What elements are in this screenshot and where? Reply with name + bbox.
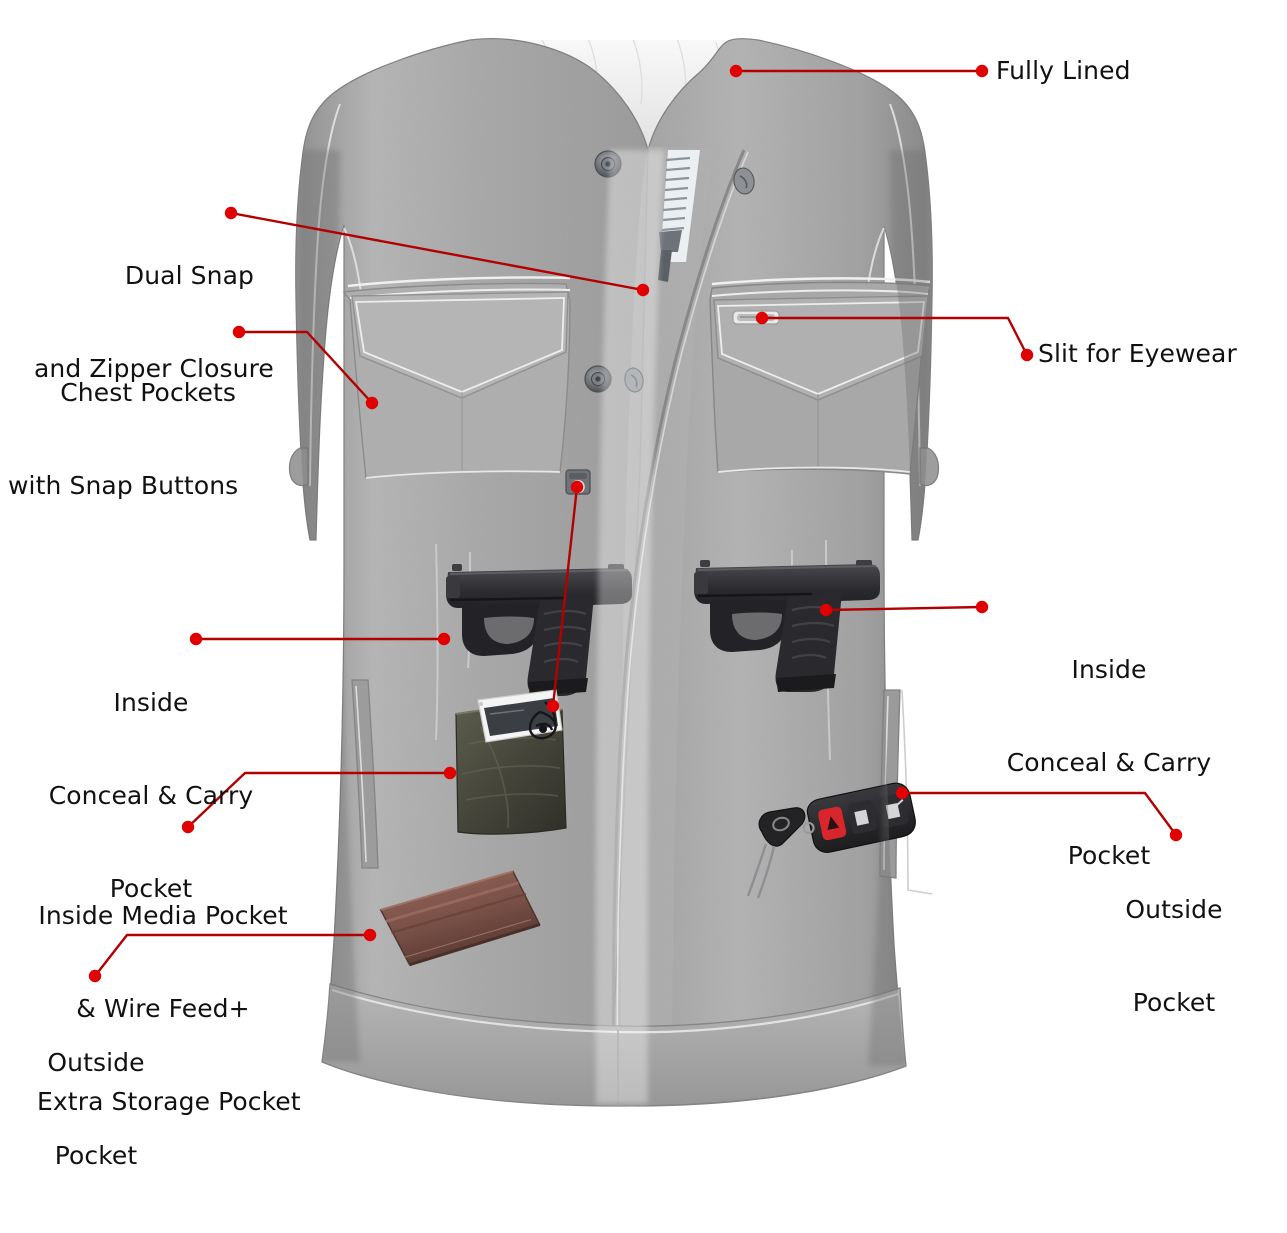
- callout-label-inside-cc-left: Inside Conceal & Carry Pocket: [20, 625, 282, 966]
- zipper-closure: [658, 150, 700, 282]
- pistol-right: [694, 560, 880, 692]
- callout-label-inside-media-pocket: Inside Media Pocket & Wire Feed+ Extra S…: [37, 838, 301, 1179]
- chest-pocket-right: [709, 277, 931, 475]
- callout-line: Pocket: [109, 874, 193, 903]
- callout-line: Pocket: [1132, 988, 1216, 1017]
- car-key: [746, 807, 806, 899]
- callout-label-inside-cc-right: Inside Conceal & Carry Pocket: [978, 592, 1240, 933]
- callout-line: Conceal & Carry: [1006, 748, 1212, 777]
- callout-line: with Snap Buttons: [8, 471, 239, 500]
- zipper-pull: [658, 250, 672, 282]
- callout-label-slit-for-eyewear: Slit for Eyewear: [1038, 339, 1237, 368]
- callout-line: Conceal & Carry: [48, 781, 254, 810]
- wire-feed-pull-tab: [565, 469, 591, 495]
- diagram-canvas: Fully Lined Dual Snap and Zipper Closure…: [8, 38, 1250, 1179]
- callout-line: & Wire Feed+: [76, 994, 250, 1023]
- callout-line: Inside: [113, 688, 189, 717]
- media-pocket-pouch: [455, 689, 567, 835]
- chest-pocket-left: [342, 276, 571, 479]
- callout-label-chest-pockets: Chest Pockets with Snap Buttons: [8, 315, 239, 563]
- snap-socket-upper: [733, 167, 755, 195]
- callout-line: Pocket: [54, 1141, 138, 1170]
- vest-illustration: [288, 38, 940, 1107]
- callout-line: Pocket: [1067, 841, 1151, 870]
- callout-line: Outside: [1125, 895, 1223, 924]
- callout-line: Inside: [1071, 655, 1147, 684]
- brown-leather-wallet: [379, 870, 541, 967]
- callout-line: Dual Snap: [124, 261, 254, 290]
- callout-label-outside-pocket-right: Outside Pocket: [1098, 832, 1250, 1080]
- callout-label-fully-lined: Fully Lined: [996, 56, 1131, 85]
- callout-line: Extra Storage Pocket: [37, 1087, 301, 1116]
- callout-line: Inside Media Pocket: [38, 901, 288, 930]
- zipper-teeth: [661, 156, 691, 232]
- callout-line: Outside: [47, 1048, 145, 1077]
- callout-line: and Zipper Closure: [34, 354, 274, 383]
- eyewear-slit: [732, 310, 780, 325]
- callout-line: Chest Pockets: [60, 378, 236, 407]
- callout-label-outside-pocket-left: Outside Pocket: [20, 985, 172, 1233]
- earbud-headphones: [528, 701, 557, 740]
- callout-label-dual-snap-zipper: Dual Snap and Zipper Closure: [34, 198, 274, 446]
